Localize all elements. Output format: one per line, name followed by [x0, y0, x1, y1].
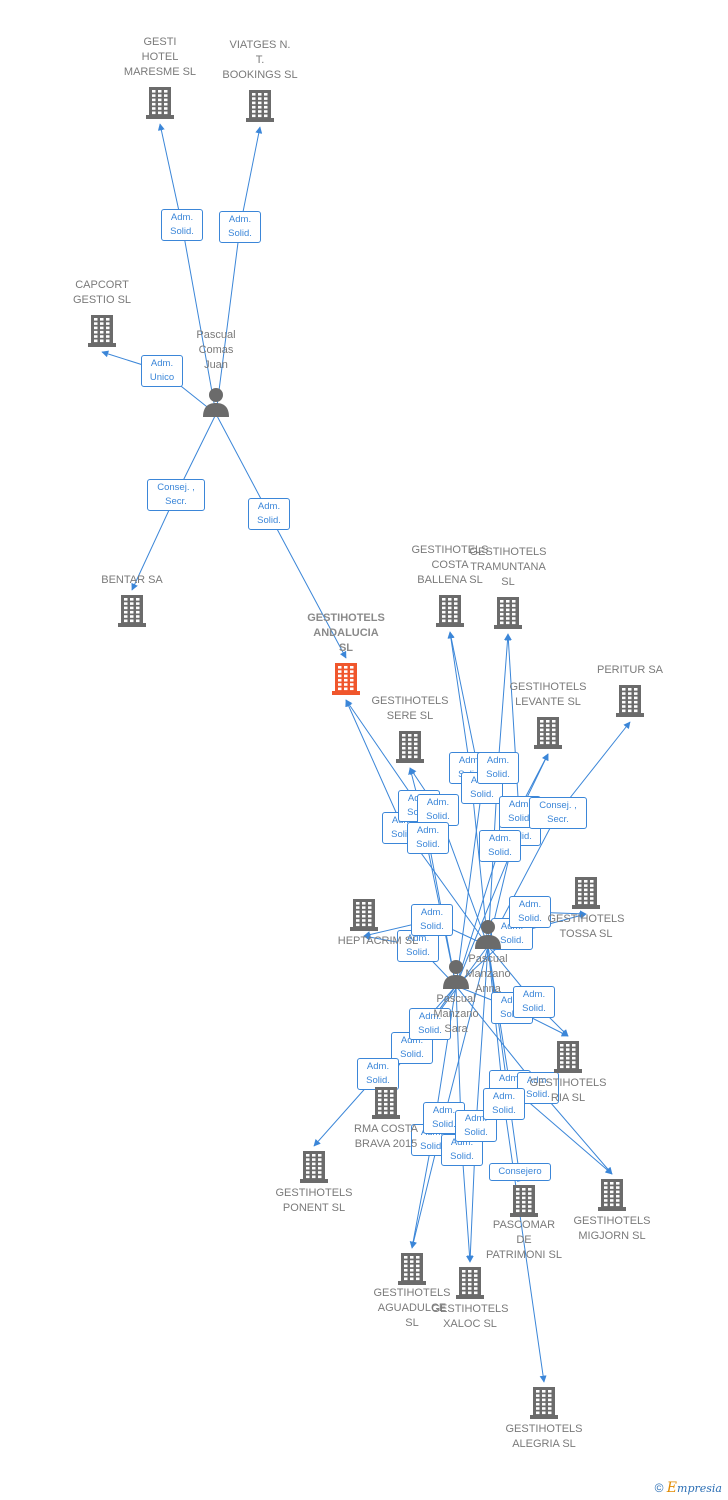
person-icon[interactable] — [442, 959, 470, 994]
company-building-icon[interactable] — [554, 1039, 582, 1078]
edge-role-label[interactable]: Adm. Unico — [141, 355, 183, 387]
node-label-gestihotels-sere[interactable]: GESTIHOTELS SERE SL — [371, 695, 449, 722]
node-label-gestihotels-tramuntana[interactable]: GESTIHOTELS TRAMUNTANA SL — [469, 546, 547, 588]
edge-role-label[interactable]: Adm. Solid. — [407, 822, 449, 854]
person-icon[interactable] — [474, 919, 502, 954]
node-label-viatges-bookings[interactable]: VIATGES N. T. BOOKINGS SL — [222, 39, 298, 81]
node-label-pascual-comas[interactable]: Pascual Comas Juan — [196, 329, 236, 371]
company-building-icon[interactable] — [530, 1385, 558, 1424]
edge-role-label[interactable]: Adm. Solid. — [513, 986, 555, 1018]
node-label-peritur[interactable]: PERITUR SA — [596, 664, 663, 676]
node-label-gestihotels-ponent[interactable]: GESTIHOTELS PONENT SL — [275, 1187, 353, 1214]
company-building-icon[interactable] — [436, 593, 464, 632]
node-label-pascual-manzano-anna[interactable]: Pascual Manzano Anna — [465, 953, 511, 995]
edge-role-label[interactable]: Consej. , Secr. — [529, 797, 587, 829]
node-label-gestihotels-costa-ballena[interactable]: GESTIHOTELS COSTA BALLENA SL — [411, 544, 489, 586]
edge-role-label[interactable]: Adm. Solid. — [248, 498, 290, 530]
company-building-icon[interactable] — [350, 897, 378, 936]
company-building-icon[interactable] — [118, 593, 146, 632]
node-label-gesti-hotel-maresme[interactable]: GESTI HOTEL MARESME SL — [123, 36, 197, 78]
person-icon[interactable] — [202, 387, 230, 422]
focus-company-building-icon[interactable] — [332, 661, 360, 700]
edge-role-label[interactable]: Adm. Solid. — [483, 1088, 525, 1120]
node-label-heptacrim[interactable]: HEPTACRIM SL — [337, 935, 419, 947]
node-label-gestihotels-ria[interactable]: GESTIHOTELS RIA SL — [529, 1077, 607, 1104]
edge-role-label[interactable]: Adm. Solid. — [509, 896, 551, 928]
node-label-gestihotels-alegria[interactable]: GESTIHOTELS ALEGRIA SL — [505, 1423, 583, 1450]
node-label-capcort[interactable]: CAPCORT GESTIO SL — [72, 279, 132, 306]
edge-role-label[interactable]: Adm. Solid. — [219, 211, 261, 243]
empresia-logo: Empresia — [666, 1480, 722, 1496]
edge-role-label[interactable]: Consejero — [489, 1163, 551, 1181]
node-label-pascomar[interactable]: PASCOMAR DE PATRIMONI SL — [486, 1219, 562, 1261]
company-building-icon[interactable] — [246, 88, 274, 127]
company-building-icon[interactable] — [534, 715, 562, 754]
company-building-icon[interactable] — [398, 1251, 426, 1290]
company-building-icon[interactable] — [88, 313, 116, 352]
company-building-icon[interactable] — [572, 875, 600, 914]
company-building-icon[interactable] — [372, 1085, 400, 1124]
node-label-gestihotels-xaloc[interactable]: GESTIHOTELS XALOC SL — [431, 1303, 509, 1330]
edge-role-label[interactable]: Consej. , Secr. — [147, 479, 205, 511]
company-building-icon[interactable] — [616, 683, 644, 722]
company-building-icon[interactable] — [494, 595, 522, 634]
edge-role-label[interactable]: Adm. Solid. — [417, 794, 459, 826]
edge-role-label[interactable]: Adm. Solid. — [479, 830, 521, 862]
node-label-pascual-manzano-sara[interactable]: Pascual Manzano Sara — [433, 993, 479, 1035]
node-label-gestihotels-aguadulce[interactable]: GESTIHOTELS AGUADULCE SL — [373, 1287, 451, 1329]
node-label-bentar[interactable]: BENTAR SA — [101, 574, 163, 586]
company-building-icon[interactable] — [510, 1183, 538, 1222]
node-label-rma-costa-brava[interactable]: RMA COSTA BRAVA 2015 — [354, 1123, 418, 1150]
company-building-icon[interactable] — [598, 1177, 626, 1216]
edge-role-label[interactable]: Adm. Solid. — [411, 904, 453, 936]
edge-role-label[interactable]: Adm. Solid. — [161, 209, 203, 241]
company-building-icon[interactable] — [456, 1265, 484, 1304]
node-label-gestihotels-tossa[interactable]: GESTIHOTELS TOSSA SL — [547, 913, 625, 940]
copyright-footer[interactable]: © Empresia — [655, 1480, 722, 1496]
copyright-icon: © — [654, 1481, 664, 1495]
company-building-icon[interactable] — [396, 729, 424, 768]
company-building-icon[interactable] — [300, 1149, 328, 1188]
company-building-icon[interactable] — [146, 85, 174, 124]
edge-role-label[interactable]: Adm. Solid. — [409, 1008, 451, 1040]
edge-role-label[interactable]: Adm. Solid. — [477, 752, 519, 784]
node-label-gestihotels-andalucia[interactable]: GESTIHOTELS ANDALUCIA SL — [307, 612, 385, 654]
node-label-gestihotels-migjorn[interactable]: GESTIHOTELS MIGJORN SL — [573, 1215, 651, 1242]
node-label-gestihotels-levante[interactable]: GESTIHOTELS LEVANTE SL — [509, 681, 587, 708]
